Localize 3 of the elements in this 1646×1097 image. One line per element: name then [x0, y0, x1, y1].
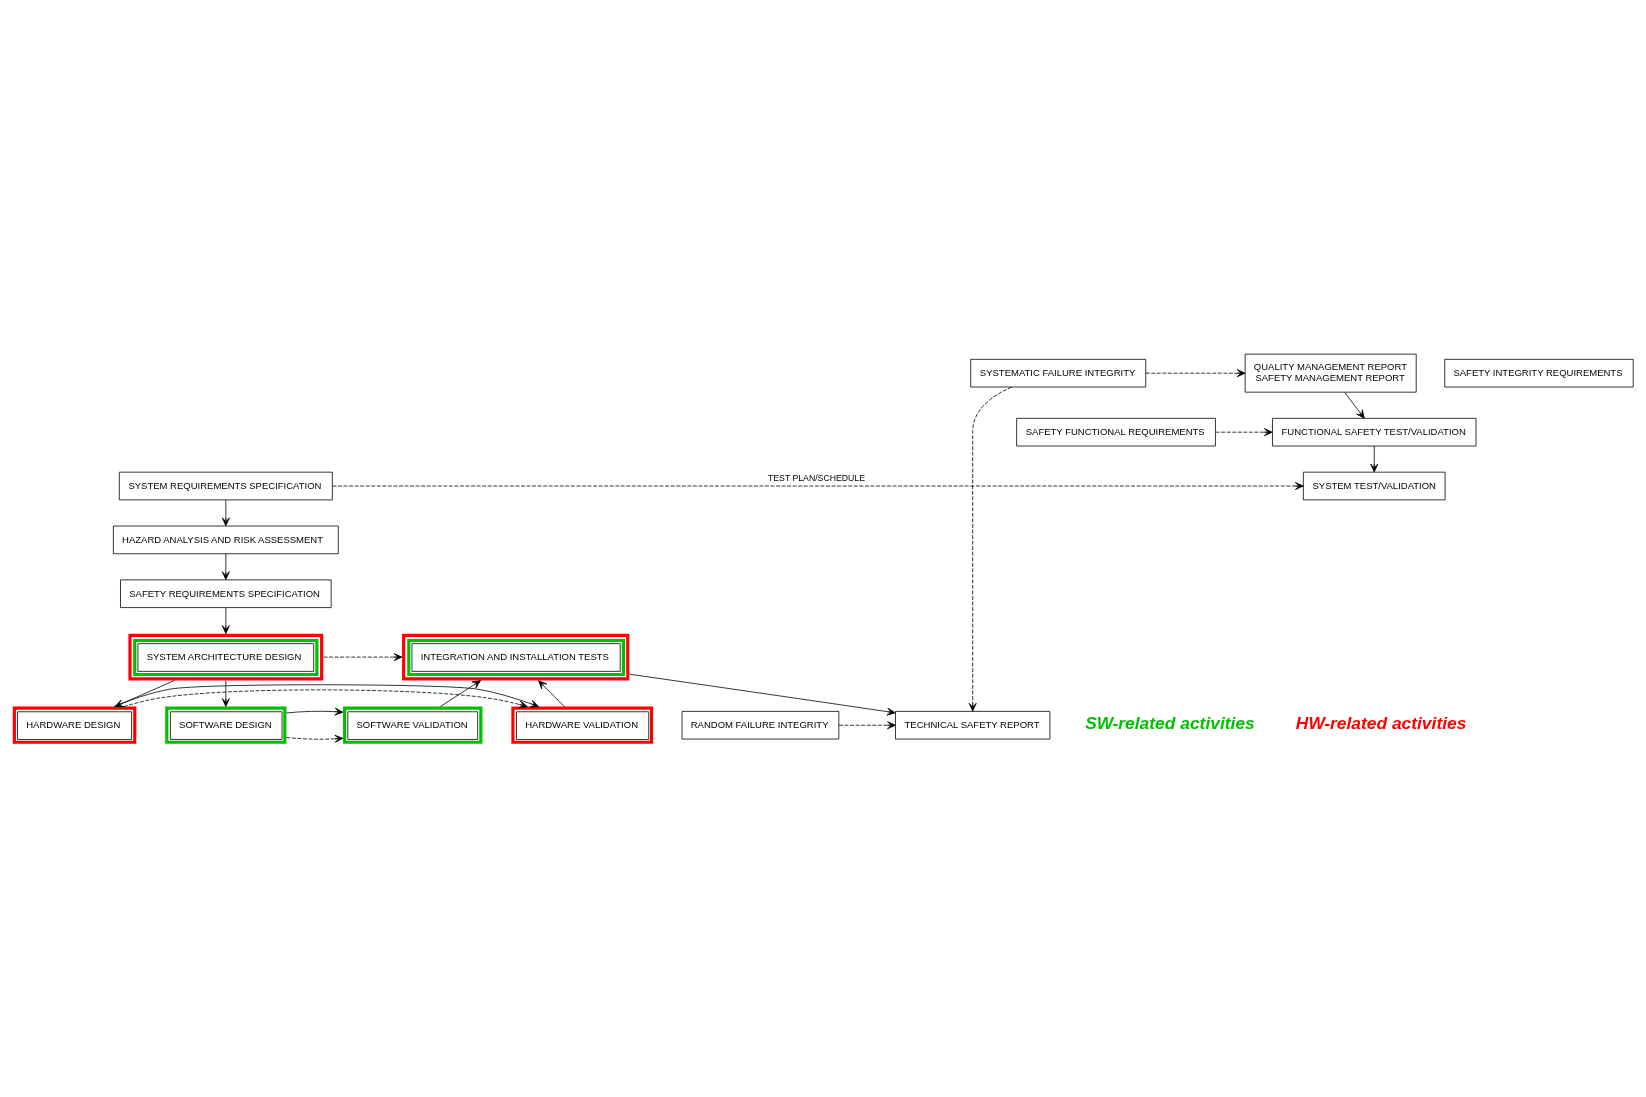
legend-label: HW-related activities: [1295, 712, 1467, 733]
edge-label: TEST PLAN/SCHEDULE: [767, 472, 866, 483]
legend-label: SW-related activities: [1085, 712, 1255, 733]
